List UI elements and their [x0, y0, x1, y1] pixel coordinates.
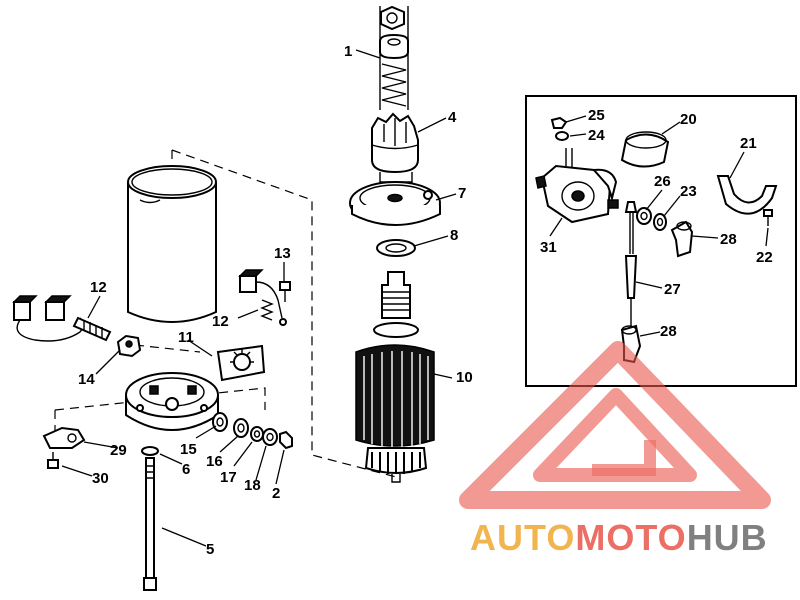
callout-10: 10 [456, 369, 473, 386]
drive-end-frame [349, 181, 441, 226]
terminal-boot-upper [670, 220, 694, 258]
mounting-strap [716, 175, 778, 215]
through-bolt-washer [141, 446, 159, 456]
drive-pinion [371, 112, 419, 183]
callout-27: 27 [664, 281, 681, 298]
callout-2: 2 [272, 485, 280, 502]
terminal-washer [555, 131, 569, 141]
brush-plate [216, 344, 266, 382]
pinion-stop-assembly [379, 5, 409, 110]
callout-labels: 1 4 7 8 10 11 13 12 12 14 15 16 17 18 2 … [78, 43, 773, 558]
positive-lead [624, 201, 638, 326]
thrust-washer [376, 239, 416, 257]
ground-bracket [42, 426, 86, 449]
callout-23: 23 [680, 183, 697, 200]
brush-set-left [12, 295, 112, 342]
callout-26: 26 [654, 173, 671, 190]
brush-and-spring [238, 269, 287, 326]
end-cap [125, 372, 219, 431]
leader-lines [61, 49, 769, 547]
svg-text:AUTOMOTOHUB: AUTOMOTOHUB [470, 517, 768, 558]
callout-21: 21 [740, 135, 757, 152]
callout-11: 11 [178, 329, 194, 346]
brush-screw [279, 281, 291, 302]
callout-5: 5 [206, 541, 214, 558]
callout-31: 31 [540, 239, 557, 256]
callout-25: 25 [588, 107, 605, 124]
watermark-hub: HUB [687, 517, 768, 558]
callout-22: 22 [756, 249, 773, 266]
callout-8: 8 [450, 227, 458, 244]
callout-6: 6 [182, 461, 190, 478]
watermark-auto: AUTO [470, 517, 575, 558]
callout-1: 1 [344, 43, 352, 60]
armature [355, 271, 435, 483]
terminal-insulator [116, 334, 142, 358]
solenoid [535, 148, 619, 224]
callout-30: 30 [92, 470, 109, 487]
callout-28a: 28 [720, 231, 737, 248]
watermark-logo: AUTOMOTOHUB [459, 341, 771, 558]
strap-screw [763, 209, 773, 226]
lead-nut [636, 207, 652, 225]
callout-20: 20 [680, 111, 697, 128]
callout-12b: 12 [212, 313, 229, 330]
bracket-screw [47, 452, 59, 469]
callout-24: 24 [588, 127, 605, 144]
callout-29: 29 [110, 442, 127, 459]
callout-7: 7 [458, 185, 466, 202]
through-bolt [143, 457, 157, 591]
lead-washer [653, 213, 667, 231]
callout-28b: 28 [660, 323, 677, 340]
field-frame-housing [127, 165, 217, 323]
callout-12a: 12 [90, 279, 107, 296]
terminal-nut [550, 116, 568, 129]
callout-15: 15 [180, 441, 197, 458]
callout-17: 17 [220, 469, 237, 486]
callout-4: 4 [448, 109, 457, 126]
terminal-hardware-stack [212, 412, 293, 450]
callout-14: 14 [78, 371, 95, 388]
solenoid-boot [620, 131, 670, 168]
callout-13: 13 [274, 245, 291, 262]
callout-16: 16 [206, 453, 223, 470]
watermark-moto: MOTO [575, 517, 686, 558]
callout-18: 18 [244, 477, 261, 494]
